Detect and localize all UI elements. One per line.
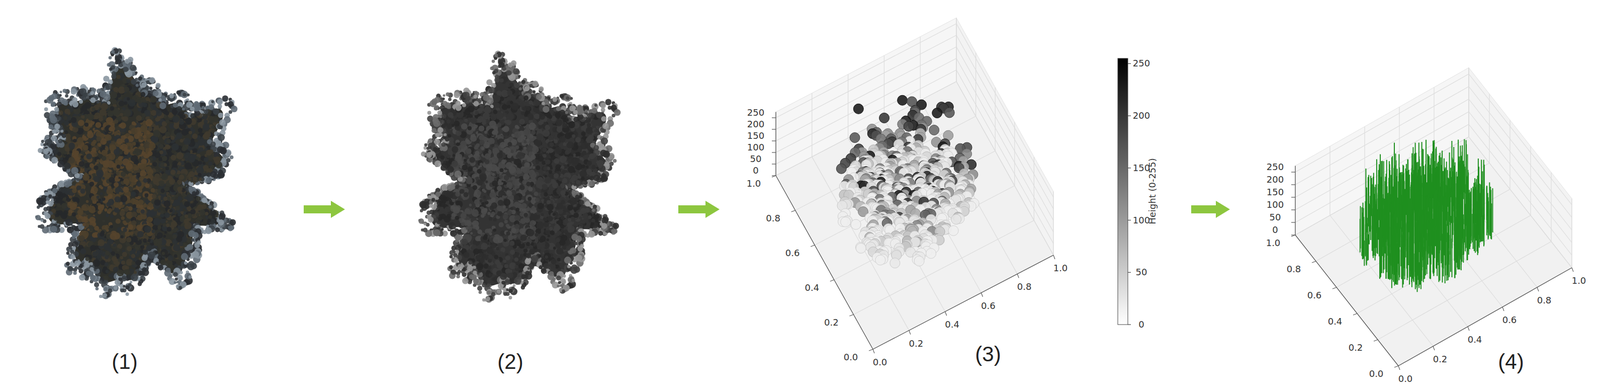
figure: (1)(2)(3)(4)2502001501005001.00.80.60.40…	[0, 0, 1600, 390]
